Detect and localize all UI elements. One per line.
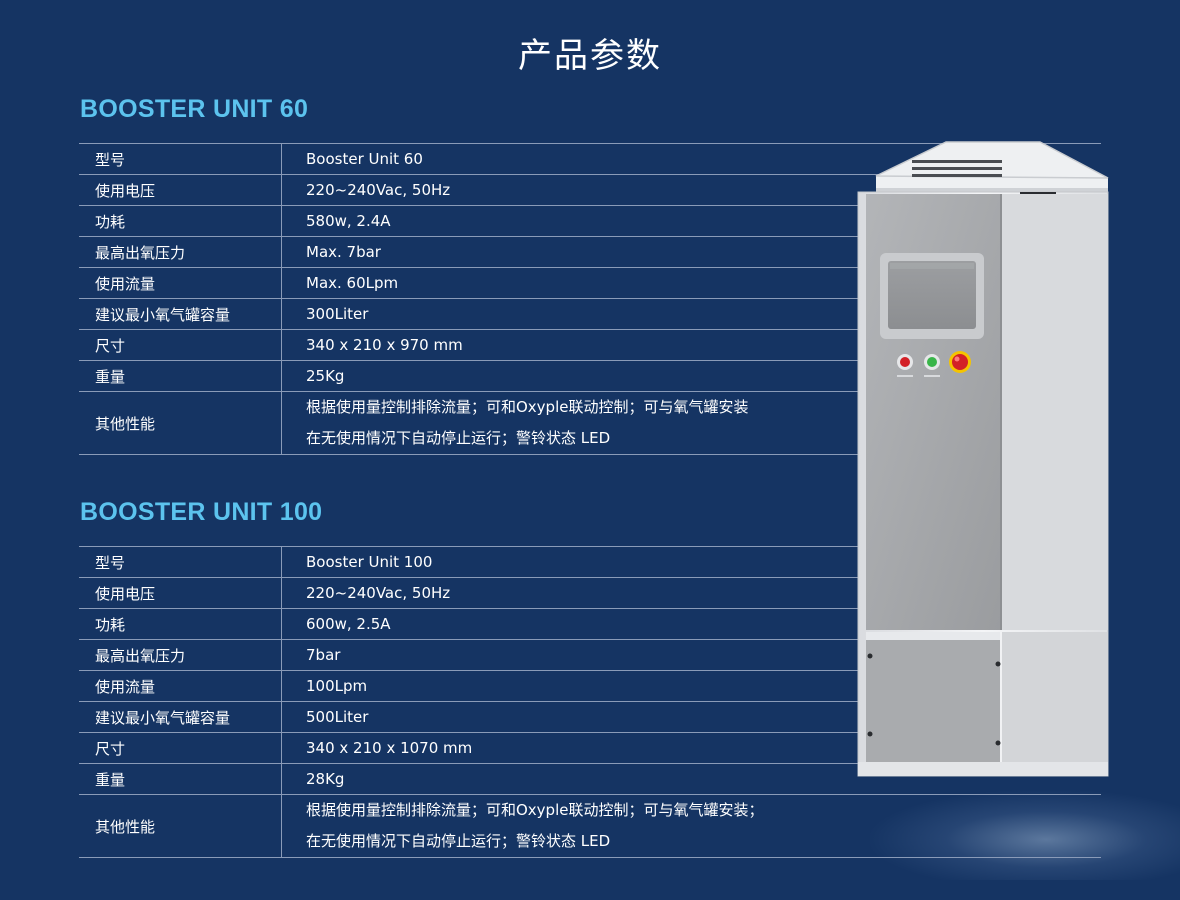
start-button-icon	[927, 357, 937, 367]
spec-label: 使用电压	[79, 578, 282, 608]
spec-value: Booster Unit 60	[306, 150, 423, 168]
spec-value-line: 根据使用量控制排除流量；可和Oxyple联动控制；可与氧气罐安装；	[306, 801, 764, 819]
table-row: 使用流量 Max. 60Lpm	[79, 268, 1101, 299]
spec-value: 100Lpm	[306, 677, 368, 695]
spec-value: 340 x 210 x 1070 mm	[306, 739, 473, 757]
spec-label: 尺寸	[79, 733, 282, 763]
spec-value: 28Kg	[306, 770, 345, 788]
spec-value: Booster Unit 100	[306, 553, 433, 571]
page-title: 产品参数	[518, 36, 662, 76]
stop-button-icon	[900, 357, 910, 367]
table-row: 型号 Booster Unit 60	[79, 144, 1101, 175]
spec-label: 尺寸	[79, 330, 282, 360]
spec-table-booster-60: 型号 Booster Unit 60 使用电压 220~240Vac, 50Hz 功…	[79, 143, 1101, 455]
display-screen-icon	[880, 253, 984, 339]
table-row: 功耗 580w, 2.4A	[79, 206, 1101, 237]
table-row: 功耗 600w, 2.5A	[79, 609, 1101, 640]
table-row: 尺寸 340 x 210 x 970 mm	[79, 330, 1101, 361]
table-row: 重量 25Kg	[79, 361, 1101, 392]
spec-label: 功耗	[79, 206, 282, 236]
table-row: 使用电压 220~240Vac, 50Hz	[79, 578, 1101, 609]
control-buttons	[897, 351, 971, 377]
spec-label: 型号	[79, 144, 282, 174]
table-row: 尺寸 340 x 210 x 1070 mm	[79, 733, 1101, 764]
table-row: 型号 Booster Unit 100	[79, 547, 1101, 578]
spec-label: 重量	[79, 764, 282, 794]
table-row: 建议最小氧气罐容量 500Liter	[79, 702, 1101, 733]
spec-label: 其他性能	[79, 795, 282, 857]
spec-value: 580w, 2.4A	[306, 212, 391, 230]
table-row: 使用流量 100Lpm	[79, 671, 1101, 702]
spec-value: 220~240Vac, 50Hz	[306, 584, 451, 602]
spec-value: 25Kg	[306, 367, 345, 385]
table-row: 建议最小氧气罐容量 300Liter	[79, 299, 1101, 330]
spec-value: Max. 60Lpm	[306, 274, 399, 292]
booster-unit-cabinet	[857, 141, 1109, 777]
cabinet-side-panel	[1002, 194, 1108, 630]
spec-value-line: 在无使用情况下自动停止运行；警铃状态 LED	[306, 832, 611, 850]
table-row: 重量 28Kg	[79, 764, 1101, 795]
spec-label: 型号	[79, 547, 282, 577]
spec-value: 300Liter	[306, 305, 369, 323]
spec-value: Max. 7bar	[306, 243, 381, 261]
spec-value: 根据使用量控制排除流量；可和Oxyple联动控制；可与氧气罐安装在无使用情况下自…	[282, 392, 1101, 454]
spec-label: 使用流量	[79, 671, 282, 701]
spec-value: 根据使用量控制排除流量；可和Oxyple联动控制；可与氧气罐安装； 在无使用情况下…	[282, 795, 1101, 857]
spec-value-line: 在无使用情况下自动停止运行；警铃状态 LED	[306, 429, 611, 447]
table-row: 其他性能根据使用量控制排除流量；可和Oxyple联动控制；可与氧气罐安装在无使用…	[79, 392, 1101, 455]
spec-label: 最高出氧压力	[79, 640, 282, 670]
spec-value-line: 根据使用量控制排除流量；可和Oxyple联动控制；可与氧气罐安装	[306, 398, 749, 416]
cabinet-roof	[875, 141, 1109, 194]
spec-value: 600w, 2.5A	[306, 615, 391, 633]
spec-label: 使用流量	[79, 268, 282, 298]
spec-label: 最高出氧压力	[79, 237, 282, 267]
cabinet-lower-panel	[866, 640, 1000, 762]
spec-label: 建议最小氧气罐容量	[79, 702, 282, 732]
spec-value: 500Liter	[306, 708, 369, 726]
section-title-booster-60: BOOSTER UNIT 60	[80, 95, 309, 123]
spec-label: 建议最小氧气罐容量	[79, 299, 282, 329]
table-row: 其他性能 根据使用量控制排除流量；可和Oxyple联动控制；可与氧气罐安装； 在无使…	[79, 795, 1101, 858]
spec-value: 7bar	[306, 646, 341, 664]
spec-label: 其他性能	[79, 392, 282, 454]
table-row: 最高出氧压力 Max. 7bar	[79, 237, 1101, 268]
spec-label: 重量	[79, 361, 282, 391]
spec-label: 使用电压	[79, 175, 282, 205]
spec-value: 340 x 210 x 970 mm	[306, 336, 463, 354]
spec-label: 功耗	[79, 609, 282, 639]
table-row: 使用电压 220~240Vac, 50Hz	[79, 175, 1101, 206]
section-title-booster-100: BOOSTER UNIT 100	[80, 498, 323, 526]
table-row: 最高出氧压力 7bar	[79, 640, 1101, 671]
spec-value: 220~240Vac, 50Hz	[306, 181, 451, 199]
